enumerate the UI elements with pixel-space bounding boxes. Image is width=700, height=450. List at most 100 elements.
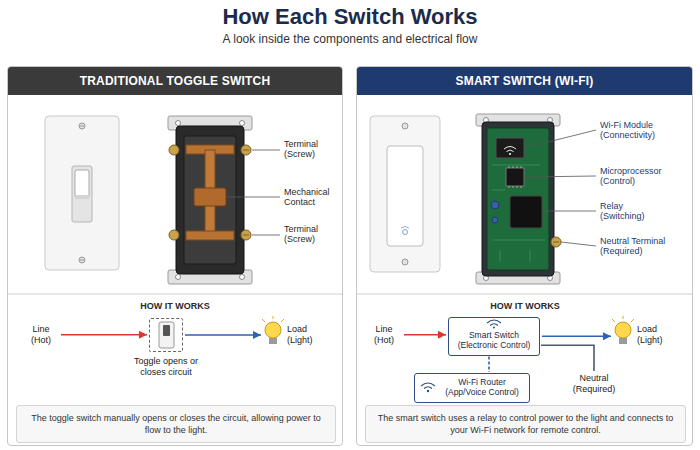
divider-line	[8, 294, 342, 295]
leader-line	[542, 211, 596, 212]
line-terminal: Line (Hot)	[23, 324, 59, 346]
line-terminal: Line (Hot)	[366, 324, 402, 346]
dashed-link	[488, 357, 490, 372]
plate-screw	[402, 259, 408, 265]
mechanical-contact	[194, 188, 226, 206]
page-title: How Each Switch Works	[0, 4, 700, 30]
part-label: Wi-Fi Module (Connectivity)	[600, 120, 676, 141]
neutral-terminal-screw	[551, 237, 561, 247]
flow-arrow	[542, 335, 611, 337]
flow-arrow	[404, 334, 446, 336]
screw-slot	[243, 235, 249, 236]
part-label: Neutral Terminal (Required)	[600, 236, 680, 257]
wifi-icon	[487, 320, 501, 326]
caption-box: The smart switch uses a relay to control…	[365, 405, 686, 443]
wifi-indicator	[401, 227, 409, 229]
part-label: Terminal (Screw)	[284, 224, 332, 245]
pcb-trace	[492, 165, 545, 262]
node-text: Line (Hot)	[366, 324, 402, 346]
chip-pins	[509, 166, 521, 188]
switch-panel: SMART SWITCH (WI-FI) Line (Hot) Smart Swit…	[356, 66, 693, 446]
node-text: Wi-Fi Router (App/Voice Control)	[439, 378, 525, 398]
leader-line	[524, 176, 596, 177]
switch-housing	[482, 122, 554, 276]
capacitor	[492, 217, 498, 223]
capacitor	[491, 201, 499, 209]
caption-box: The toggle switch manually opens or clos…	[16, 405, 336, 443]
part-label: Mechanical Contact	[284, 187, 338, 208]
plate-screw	[79, 257, 85, 263]
wifi-icon	[421, 383, 435, 389]
flow-arrow	[185, 334, 261, 336]
status-led	[403, 230, 408, 235]
toggle-icon-box: Toggle opens or closes circuit	[149, 318, 183, 352]
neutral-wire	[541, 345, 594, 371]
screw-slot	[80, 260, 84, 261]
rocker-paddle	[387, 146, 423, 246]
wifi-module	[496, 138, 524, 158]
lever-shadow	[75, 195, 89, 199]
toggle-opening	[72, 166, 92, 222]
screw-slot	[80, 126, 84, 127]
leader-line	[252, 235, 280, 236]
microprocessor-chip	[506, 168, 524, 186]
leader-line	[227, 197, 280, 198]
flow-arrow	[61, 334, 147, 336]
bulb-ray	[631, 319, 634, 322]
toggle-icon	[159, 322, 174, 348]
light-bulb: Load (Light)	[613, 319, 677, 351]
strap-hole	[176, 275, 181, 280]
toggle-lever	[75, 170, 89, 198]
section-heading: HOW IT WORKS	[465, 301, 585, 311]
wall-plate	[45, 116, 119, 270]
leader-line	[524, 130, 596, 148]
circuit-board	[487, 128, 549, 270]
smart-switch-box: Smart Switch (Electronic Control)	[448, 317, 540, 356]
wall-plate	[370, 116, 440, 272]
bulb-ray	[262, 319, 265, 322]
section-heading: HOW IT WORKS	[115, 301, 235, 311]
part-label: Relay (Switching)	[600, 201, 656, 222]
switch-panel: TRADITIONAL TOGGLE SWITCH Line (Hot) Toggl…	[7, 66, 343, 446]
leader-line	[252, 150, 280, 151]
plate-screw	[402, 123, 408, 129]
wifi-symbol	[509, 153, 511, 155]
bulb-icon	[615, 322, 631, 338]
bulb-ray	[273, 316, 274, 319]
panel-header: SMART SWITCH (WI-FI)	[357, 67, 692, 95]
router-box: Wi-Fi Router (App/Voice Control)	[414, 373, 530, 403]
screw-slot	[243, 150, 249, 151]
terminal-screw	[169, 145, 179, 155]
wifi-icon	[493, 327, 495, 329]
screw-slot	[553, 242, 559, 243]
node-text: Smart Switch (Electronic Control)	[452, 331, 536, 351]
subtitle: A look inside the components and electri…	[150, 33, 550, 47]
bulb-ray	[623, 316, 624, 319]
terminal-screw	[241, 145, 251, 155]
terminal-screw	[241, 230, 251, 240]
node-text: Load (Light)	[287, 319, 327, 351]
node-text: The smart switch uses a relay to control…	[374, 412, 677, 436]
wifi-icon	[427, 390, 429, 392]
part-label: Terminal (Screw)	[284, 139, 332, 160]
light-bulb: Load (Light)	[263, 319, 327, 351]
plate-screw	[79, 123, 85, 129]
node-text: Neutral (Required)	[569, 373, 619, 395]
leader-line	[561, 242, 596, 246]
bulb-base	[269, 338, 277, 344]
bulb-icon	[265, 322, 281, 338]
node-text: Load (Light)	[637, 319, 677, 351]
wifi-symbol	[504, 147, 516, 152]
terminal-screw	[169, 230, 179, 240]
copper-bar	[186, 231, 234, 240]
neutral-terminal: Neutral (Required)	[569, 373, 619, 395]
bulb-base	[619, 338, 627, 344]
switch-cavity	[184, 136, 236, 264]
bulb-ray	[281, 319, 284, 322]
divider-line	[357, 294, 692, 295]
toggle-icon-lever	[163, 325, 170, 336]
switch-housing	[176, 126, 244, 274]
part-label: Microprocessor (Control)	[600, 166, 676, 187]
panel-header: TRADITIONAL TOGGLE SWITCH	[8, 67, 342, 95]
